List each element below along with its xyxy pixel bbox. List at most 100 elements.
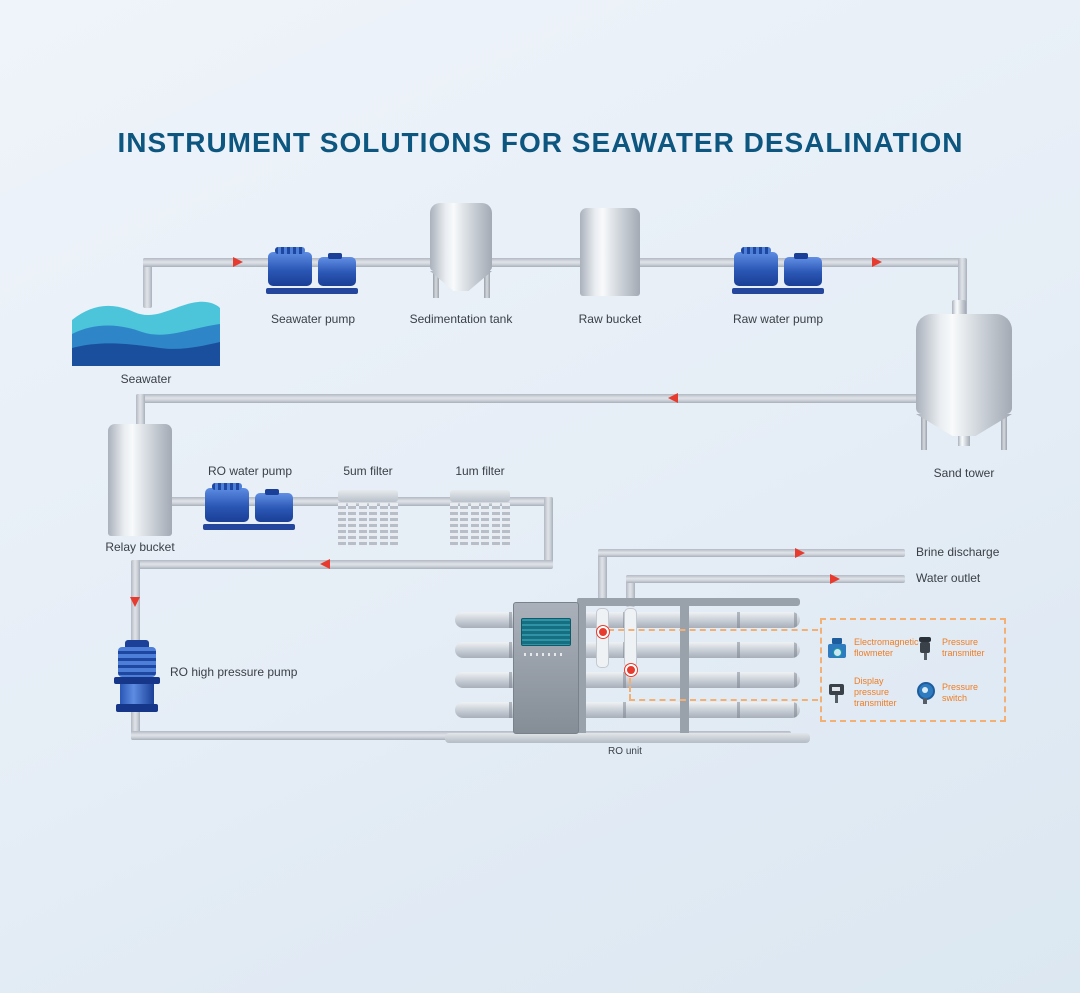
raw-bucket bbox=[580, 208, 640, 296]
ro-unit bbox=[445, 590, 810, 748]
pipe-seawater-riser bbox=[143, 258, 152, 308]
filter-cap bbox=[338, 490, 398, 502]
membrane-tube bbox=[455, 702, 800, 718]
flow-arrow-down-icon bbox=[130, 597, 140, 607]
electromagnetic-flowmeter-icon bbox=[826, 635, 848, 661]
page-title: INSTRUMENT SOLUTIONS FOR SEAWATER DESALI… bbox=[117, 127, 964, 158]
legend-label: Pressure transmitter bbox=[942, 636, 985, 658]
pressure-transmitter-icon bbox=[914, 635, 936, 661]
legend-label: Electromagnetic flowmeter bbox=[854, 636, 919, 658]
sedimentation-tank-cone bbox=[430, 271, 492, 291]
instrument-column bbox=[596, 608, 609, 668]
pump-head bbox=[784, 253, 822, 286]
pipe-filter-drop bbox=[544, 497, 553, 567]
pump-base bbox=[266, 288, 358, 294]
instrument-legend: Electromagnetic flowmeter Pressure trans… bbox=[820, 618, 1006, 722]
seawater-pump bbox=[266, 242, 358, 294]
raw-water-pump bbox=[732, 242, 824, 294]
sedimentation-tank-label: Sedimentation tank bbox=[409, 312, 513, 326]
tank-leg bbox=[1001, 408, 1007, 450]
raw-water-pump-label: Raw water pump bbox=[732, 312, 824, 326]
legend-leader-line bbox=[608, 629, 818, 631]
seawater-label: Seawater bbox=[120, 372, 172, 386]
seawater-graphic bbox=[72, 290, 220, 366]
legend-label: Pressure switch bbox=[942, 681, 979, 703]
pipe-ro-pump-down bbox=[131, 705, 140, 740]
pressure-switch-icon bbox=[914, 680, 936, 706]
raw-bucket-label: Raw bucket bbox=[578, 312, 642, 326]
ro-water-pump bbox=[203, 478, 295, 530]
cabinet-indicators bbox=[524, 653, 566, 656]
legend-item-pressure-transmitter: Pressure transmitter bbox=[914, 626, 1000, 669]
filter-cartridges bbox=[338, 503, 398, 547]
measure-point-dot bbox=[625, 664, 637, 676]
pipe-outlet-riser bbox=[626, 575, 635, 607]
pipe-mid-return bbox=[136, 394, 922, 403]
pump-motor bbox=[268, 247, 312, 286]
filter-5um bbox=[338, 490, 398, 547]
tank-leg bbox=[433, 266, 439, 298]
ro-unit-label: RO unit bbox=[608, 746, 642, 757]
pump-base bbox=[203, 524, 295, 530]
pipe-sand-tower-inlet bbox=[958, 258, 967, 318]
filter-1um bbox=[450, 490, 510, 547]
pump-foot bbox=[116, 704, 158, 712]
ro-frame-post bbox=[577, 598, 586, 736]
pump-cap bbox=[125, 640, 149, 647]
measure-point-dot bbox=[597, 626, 609, 638]
ro-high-pressure-pump-label: RO high pressure pump bbox=[170, 665, 298, 679]
pump-base bbox=[732, 288, 824, 294]
legend-leader-line bbox=[629, 670, 631, 700]
pump-motor bbox=[734, 247, 778, 286]
pump-head bbox=[318, 253, 356, 286]
pipe-brine-riser bbox=[598, 549, 607, 605]
sand-tower-nozzle bbox=[952, 300, 966, 318]
cabinet-screen bbox=[521, 618, 571, 646]
pipe-row3 bbox=[131, 560, 553, 569]
pipe-outlet-line bbox=[626, 575, 905, 583]
pump-motor bbox=[205, 483, 249, 522]
filter-cap bbox=[450, 490, 510, 502]
pipe-brine-line bbox=[598, 549, 905, 557]
sand-tower-cone bbox=[916, 414, 1012, 436]
flow-arrow-left-icon bbox=[320, 559, 330, 569]
legend-item-display-pressure-transmitter: Display pressure transmitter bbox=[826, 671, 912, 714]
flow-arrow-left-icon bbox=[668, 393, 678, 403]
pipe-relay-riser bbox=[136, 394, 145, 430]
ro-water-pump-label: RO water pump bbox=[207, 464, 293, 478]
flow-arrow-right-icon bbox=[233, 257, 243, 267]
sand-tower-label: Sand tower bbox=[933, 466, 995, 480]
filter-5um-label: 5um filter bbox=[343, 464, 393, 478]
ro-frame-post bbox=[680, 598, 689, 736]
wave-icon bbox=[72, 301, 220, 366]
seawater-pump-label: Seawater pump bbox=[270, 312, 356, 326]
brine-discharge-label: Brine discharge bbox=[916, 545, 1000, 559]
flow-arrow-right-icon bbox=[795, 548, 805, 558]
pump-flange bbox=[114, 677, 160, 684]
control-cabinet bbox=[513, 602, 579, 734]
sand-tower-stub bbox=[958, 436, 970, 446]
relay-bucket bbox=[108, 424, 172, 536]
flow-arrow-right-icon bbox=[872, 257, 882, 267]
water-outlet-label: Water outlet bbox=[916, 571, 981, 585]
ro-base-frame bbox=[445, 733, 810, 743]
sand-tower bbox=[916, 314, 1012, 414]
pipe-top-main bbox=[143, 258, 967, 267]
ro-high-pressure-pump bbox=[114, 640, 160, 712]
tank-leg bbox=[921, 408, 927, 450]
pump-body bbox=[120, 684, 154, 704]
flow-arrow-right-icon bbox=[830, 574, 840, 584]
tank-leg bbox=[484, 266, 490, 298]
filter-1um-label: 1um filter bbox=[455, 464, 505, 478]
instrument-column bbox=[624, 608, 637, 668]
legend-label: Display pressure transmitter bbox=[854, 676, 897, 708]
legend-leader-line bbox=[629, 699, 818, 701]
pump-head bbox=[255, 489, 293, 522]
sedimentation-tank bbox=[430, 203, 492, 271]
pump-motor bbox=[118, 647, 156, 677]
legend-item-pressure-switch: Pressure switch bbox=[914, 671, 1000, 714]
relay-bucket-label: Relay bucket bbox=[105, 540, 175, 554]
filter-cartridges bbox=[450, 503, 510, 547]
legend-item-electromagnetic-flowmeter: Electromagnetic flowmeter bbox=[826, 626, 919, 669]
